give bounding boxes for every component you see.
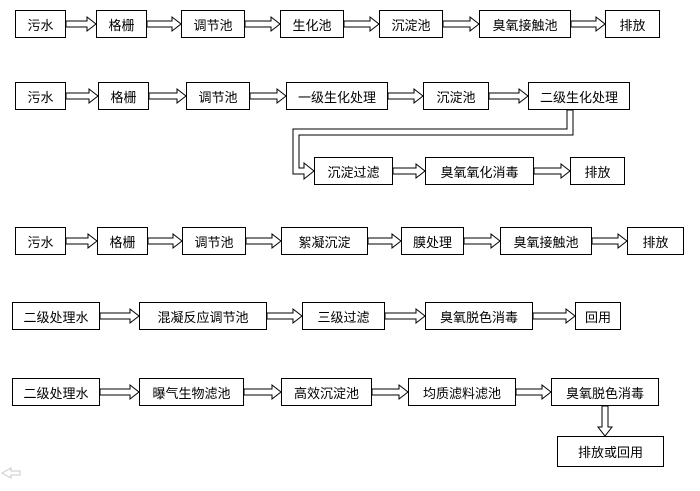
row2-node-3: 调节池: [186, 82, 250, 110]
row3-arrow-3: [245, 232, 282, 250]
row4-node-1: 二级处理水: [12, 302, 100, 330]
row5-down-arrow: [596, 405, 614, 437]
row2-node-5: 沉淀池: [423, 82, 489, 110]
row2b-arrow-1: [392, 162, 426, 180]
row2b-node-3: 排放: [570, 157, 625, 185]
row5-arrow-2: [243, 383, 282, 401]
row2-arrow-4: [387, 87, 424, 105]
row5-node-1: 二级处理水: [12, 378, 100, 406]
row2b-node-2: 臭氧氧化消毒: [425, 157, 534, 185]
row1-node-6: 臭氧接触池: [479, 10, 571, 38]
row2-node-2: 格栅: [98, 82, 149, 110]
row1-arrow-3: [244, 15, 281, 33]
row2-arrow-5: [488, 87, 529, 105]
row1-arrow-1: [65, 15, 97, 33]
row3-arrow-2: [147, 232, 183, 250]
row2-node-4: 一级生化处理: [286, 82, 388, 110]
row1-node-2: 格栅: [96, 10, 147, 38]
row5b-node-1: 排放或回用: [557, 436, 664, 467]
row4-node-3: 三级过滤: [302, 302, 385, 330]
row3-arrow-1: [65, 232, 98, 250]
row1-arrow-2: [146, 15, 182, 33]
row4-node-5: 回用: [575, 302, 621, 330]
row5-arrow-1: [99, 383, 140, 401]
row5-node-4: 均质滤料滤池: [408, 378, 516, 406]
row4-arrow-4: [532, 307, 576, 325]
row5-arrow-3: [371, 383, 409, 401]
row4-node-2: 混凝反应调节池: [139, 302, 267, 330]
row3-node-6: 臭氧接触池: [500, 227, 592, 255]
row4-node-4: 臭氧脱色消毒: [425, 302, 533, 330]
row4-arrow-2: [266, 307, 303, 325]
row2-node-6: 二级生化处理: [528, 82, 630, 110]
row1-node-3: 调节池: [181, 10, 245, 38]
row2-elbow-arrow: [292, 109, 574, 181]
row1-arrow-5: [442, 15, 480, 33]
row3-node-4: 絮凝沉淀: [281, 227, 368, 255]
row2-arrow-1: [65, 87, 99, 105]
row4-arrow-3: [384, 307, 426, 325]
row3-node-1: 污水: [15, 227, 66, 255]
row1-node-1: 污水: [15, 10, 66, 38]
row3-arrow-6: [591, 232, 628, 250]
row3-node-7: 排放: [627, 227, 684, 255]
row1-node-5: 沉淀池: [379, 10, 443, 38]
row1-arrow-4: [343, 15, 380, 33]
row1-arrow-6: [570, 15, 606, 33]
row3-node-3: 调节池: [182, 227, 246, 255]
row5-arrow-4: [515, 383, 552, 401]
row2-arrow-2: [148, 87, 187, 105]
row2b-arrow-2: [533, 162, 571, 180]
row3-node-5: 膜处理: [401, 227, 464, 255]
cursor-icon: [0, 467, 21, 479]
row5-node-5: 臭氧脱色消毒: [551, 378, 659, 406]
row3-arrow-5: [463, 232, 501, 250]
row1-node-7: 排放: [605, 10, 660, 38]
row2-node-1: 污水: [15, 82, 66, 110]
row5-node-2: 曝气生物滤池: [139, 378, 244, 406]
row5-node-3: 高效沉淀池: [281, 378, 372, 406]
row1-node-4: 生化池: [280, 10, 344, 38]
row2-arrow-3: [249, 87, 287, 105]
row4-arrow-1: [99, 307, 140, 325]
row3-node-2: 格栅: [97, 227, 148, 255]
row2b-node-1: 沉淀过滤: [314, 157, 393, 185]
row3-arrow-4: [367, 232, 402, 250]
